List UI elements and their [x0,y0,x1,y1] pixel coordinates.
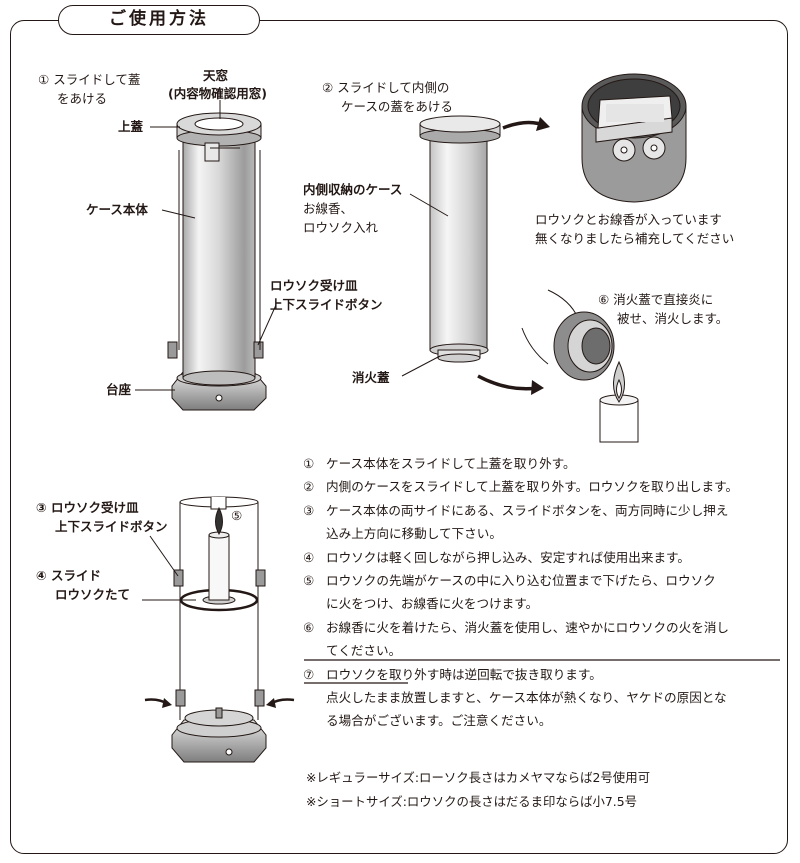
step-5: ⑤ ロウソクの先端がケースの中に入り込む位置まで下げたら、ロウソクに火をつけ、お… [303,573,716,612]
step-3: ③ ケース本体の両サイドにある、スライドボタンを、両方同時に少し押え込み上方向に… [303,502,729,542]
step-4: ④ ロウソクは軽く回しながら押し込み、安定すれば使用出来ます。 [303,549,690,565]
label-flame-step: ⑤ [231,508,243,523]
label-base: 台座 [106,382,132,397]
arrow-right-icon-2 [477,374,539,391]
snuffer-figure [521,289,639,443]
note-short: ※ショートサイズ:ロウソクの長さはだるま印ならば小7.5号 [306,794,638,809]
flame-icon-2 [215,506,223,535]
label-sky-window: 天窓 [203,68,229,83]
step-1: ① ケース本体をスライドして上蓋を取り外す。 [303,456,576,471]
slide-button-right-icon [253,341,264,359]
inner-case-figure [419,115,501,363]
label-snuffer: 消火蓋 [352,370,390,385]
step-7: ⑦ ロウソクを取り外す時は逆回転で抜き取ります。点火したまま放置しますと、ケース… [303,666,727,729]
step-6: ⑥ お線香に火を着けたら、消火蓋を使用し、速やかにロウソクの火を消してください。 [303,619,729,659]
label-slide-stand: ④ スライド ロウソクたて [36,568,131,602]
label-inner-slide: ② スライドして内側の ケースの蓋をあける [322,80,453,114]
candle-stand-figure [142,496,267,763]
step-2: ② 内側のケースをスライドして上蓋を取り外す。ロウソクを取り出します。 [303,479,739,495]
instruction-frame [10,20,788,854]
label-tray-button: ロウソク受け皿上下スライドボタン [270,278,383,312]
tray-button-left-icon [173,569,184,587]
tray-button-right-icon [255,569,266,587]
page-title: ご使用方法 [58,5,260,35]
label-inner-case: 内側収納のケース お線香、 ロウソク入れ [303,182,403,235]
note-regular: ※レギュラーサイズ:ローソク長さはカメヤマならば2号使用可 [306,770,650,785]
slide-button-left-icon [167,341,178,359]
sky-window [194,117,244,131]
label-slide-lid: ① スライドして蓋 をあける [38,72,141,106]
label-extinguish: ⑥ 消火蓋で直接炎に 被せ、消火します。 [598,292,729,326]
label-contents: ロウソクとお線香が入っています無くなりましたら補充してください [535,212,735,246]
step-list: ① ケース本体をスライドして上蓋を取り外す。 ② 内側のケースをスライドして上蓋… [303,452,778,733]
label-top-lid: 上蓋 [118,119,144,134]
open-case-figure [581,73,687,203]
label-tray-slide: ③ ロウソク受け皿 上下スライドボタン [36,500,168,534]
base-screw-icon [215,394,223,402]
case-figure [167,112,267,411]
size-notes: ※レギュラーサイズ:ローソク長さはカメヤマならば2号使用可 ※ショートサイズ:ロ… [306,766,650,814]
label-sky-window-sub: (内容物確認用窓) [168,86,267,101]
label-case-body: ケース本体 [86,202,148,217]
